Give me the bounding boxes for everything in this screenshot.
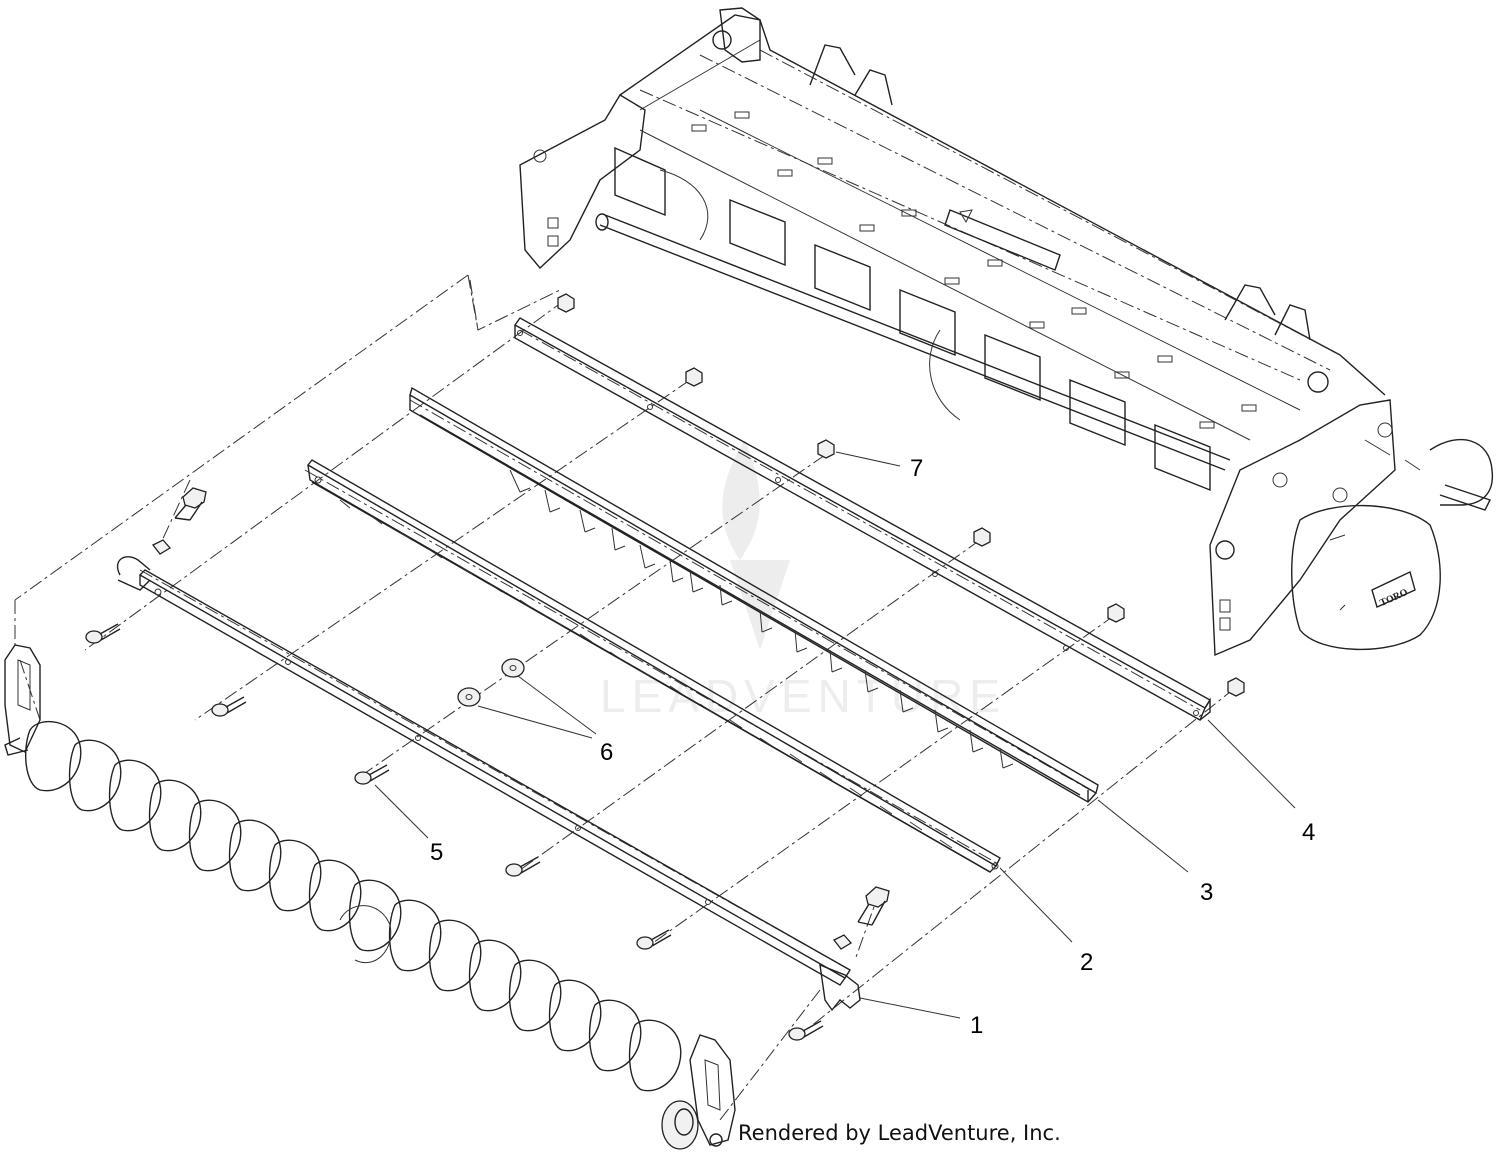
render-credit: Rendered by LeadVenture, Inc. — [738, 1121, 1061, 1145]
carriage-bolt — [505, 856, 541, 877]
frame-bracket-tab — [809, 44, 856, 86]
part-4-bar — [513, 317, 1211, 721]
toro-logo-badge — [1371, 571, 1416, 608]
frame-right-side-plate — [1209, 399, 1396, 657]
part-1-shield-bar — [116, 556, 861, 1012]
leader-lines — [374, 451, 1296, 1019]
frame-bracket-tab — [1224, 284, 1276, 321]
grooved-roller — [4, 644, 736, 1150]
reel-shaft — [599, 224, 1226, 471]
leader-line-3 — [1097, 799, 1189, 873]
roller-right-bracket — [689, 1034, 736, 1146]
washers — [457, 658, 525, 707]
leader-line-6a — [517, 675, 597, 735]
callout-2: 2 — [1080, 949, 1093, 976]
watermark: LEADVENTURE — [600, 440, 1000, 722]
washer-6 — [457, 687, 481, 707]
drive-cover — [1291, 504, 1441, 651]
carriage-bolt-5 — [354, 764, 390, 785]
carriage-bolt — [211, 696, 247, 717]
reel-blades — [614, 146, 1211, 492]
callouts: 7 6 5 4 3 2 1 — [430, 455, 1315, 1039]
roller-ribs — [25, 720, 682, 1092]
callout-1: 1 — [970, 1012, 983, 1039]
carriage-bolt — [85, 623, 121, 644]
leader-line-1 — [859, 997, 961, 1019]
roller-left-bracket — [4, 644, 41, 753]
callout-5: 5 — [430, 839, 443, 866]
hex-nut — [973, 527, 991, 547]
part-3-bedknife-bar — [409, 386, 1099, 803]
leader-line-2 — [999, 867, 1073, 943]
carriage-bolts — [85, 623, 824, 1041]
hex-nut — [685, 367, 703, 387]
hex-nuts — [557, 293, 1245, 697]
callout-3: 3 — [1200, 879, 1213, 906]
hex-bolt-left — [152, 487, 207, 555]
frame-slots — [691, 111, 1257, 429]
toro-logo-text: TORO — [1378, 587, 1409, 609]
hex-nut — [1227, 677, 1245, 697]
frame-warning-decal — [944, 209, 1061, 271]
leader-line-5 — [374, 784, 429, 839]
carriage-bolt — [788, 1020, 824, 1041]
leader-line-4 — [1207, 719, 1296, 809]
leader-line-6b — [477, 705, 593, 739]
part-1-end-bracket — [819, 963, 861, 1012]
callout-4: 4 — [1302, 819, 1315, 846]
hex-nut — [1107, 603, 1125, 623]
hex-nut-7 — [817, 439, 835, 459]
carriage-bolt — [636, 929, 672, 950]
frame-left-side-plate — [519, 94, 646, 270]
leader-line-7 — [835, 451, 901, 467]
hex-nut — [557, 293, 575, 313]
reel-frame-housing: TORO — [519, 7, 1494, 657]
frame-top-rail — [619, 14, 1386, 396]
callout-7: 7 — [910, 455, 923, 482]
washer-6 — [501, 658, 525, 678]
callout-6: 6 — [600, 739, 613, 766]
part-2-comb-bar — [306, 459, 1001, 873]
roller-bearing — [661, 1100, 699, 1150]
hex-bolt-right — [833, 886, 890, 950]
